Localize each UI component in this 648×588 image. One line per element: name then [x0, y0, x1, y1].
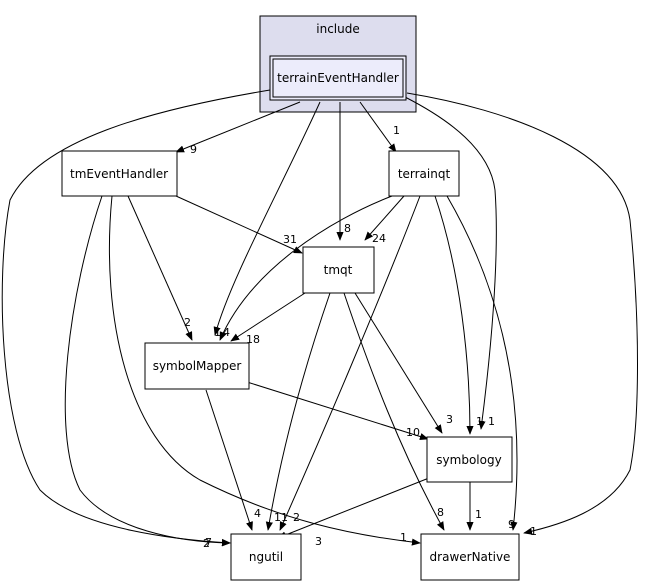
- edge-symbolMapper-symbology: [246, 381, 429, 441]
- node-symbology-label: symbology: [436, 453, 501, 467]
- node-tmqt-box: [302, 246, 375, 294]
- node-ngutil-label: ngutil: [249, 550, 283, 564]
- edge-terrainqt-ngutil: [279, 195, 421, 531]
- edge-tmEventHandler-ngutil: [64, 195, 231, 547]
- node-tmEventHandler-box: [61, 150, 178, 197]
- edge-symbology-ngutil: [277, 475, 435, 539]
- edge-terrainEventHandler-symbolMapper: [213, 101, 321, 336]
- edge-label-terrainqt-ngutil: 2: [293, 511, 300, 524]
- edge-label-symbology-ngutil: 3: [315, 535, 322, 548]
- edge-terrainEventHandler-tmEventHandler: [175, 101, 301, 153]
- edge-symbolMapper-ngutil: [205, 389, 253, 531]
- edge-tmqt-symbolMapper: [230, 292, 306, 342]
- node-symbolMapper-box: [144, 342, 250, 390]
- edge-label-terrainEventHandler-tmEventHandler: 9: [190, 143, 197, 156]
- edge-label-tmqt-symbology: 3: [446, 413, 453, 426]
- node-drawerNative-label: drawerNative: [430, 550, 511, 564]
- edge-label-symbology-drawerNative: 1: [475, 508, 482, 521]
- edges-layer: 9 1 8 1 1 2 1 31 2 7 1 24 4 1 2 9 1 8: [1, 89, 638, 550]
- edge-tmEventHandler-symbolMapper: [127, 195, 193, 341]
- node-terrainEventHandler-label: terrainEventHandler: [277, 71, 399, 85]
- edge-label-tmEventHandler-tmqt: 31: [283, 233, 297, 246]
- edge-label-symbolMapper-ngutil: 4: [254, 507, 261, 520]
- edge-label-terrainEventHandler-drawerNative: 1: [530, 525, 537, 538]
- edge-tmqt-symbology: [354, 292, 443, 434]
- edge-terrainqt-drawerNative: [446, 195, 518, 531]
- edge-terrainqt-symbolMapper: [219, 195, 393, 341]
- edge-tmEventHandler-drawerNative: [108, 195, 421, 546]
- node-tmqt-label: tmqt: [324, 263, 353, 277]
- edge-label-terrainEventHandler-ngutil: 2: [203, 537, 210, 550]
- node-terrainqt-label: terrainqt: [398, 167, 451, 181]
- node-terrainqt[interactable]: terrainqt: [388, 150, 460, 197]
- node-tmEventHandler-label: tmEventHandler: [70, 167, 168, 181]
- edge-terrainqt-symbology: [434, 195, 474, 435]
- edge-label-terrainEventHandler-terrainqt: 1: [393, 124, 400, 137]
- edge-tmEventHandler-tmqt: [175, 195, 303, 254]
- node-drawerNative[interactable]: drawerNative: [420, 533, 520, 581]
- edge-terrainEventHandler-symbology: [404, 96, 497, 430]
- edge-label-tmqt-ngutil: 11: [274, 511, 288, 524]
- node-terrainqt-box: [388, 150, 460, 197]
- node-symbology[interactable]: symbology: [426, 436, 513, 483]
- node-tmqt[interactable]: tmqt: [302, 246, 375, 294]
- edge-label-terrainqt-symbology: 1: [476, 415, 483, 428]
- node-terrainEventHandler[interactable]: terrainEventHandler: [269, 55, 407, 101]
- edge-label-terrainqt-drawerNative: 9: [508, 518, 515, 531]
- edge-label-tmEventHandler-symbolMapper: 2: [184, 316, 191, 329]
- node-symbology-box: [426, 436, 513, 483]
- node-tmEventHandler[interactable]: tmEventHandler: [61, 150, 178, 197]
- node-ngutil-box: [230, 533, 302, 581]
- edge-label-tmqt-drawerNative: 8: [437, 506, 444, 519]
- edge-terrainqt-tmqt: [364, 195, 405, 241]
- node-drawerNative-box: [420, 533, 520, 581]
- node-terrainEventHandler-inner-border: [272, 58, 404, 98]
- node-terrainEventHandler-box: [269, 55, 407, 101]
- edge-tmqt-ngutil: [265, 292, 331, 531]
- edge-label-symbolMapper-symbology: 10: [406, 426, 420, 439]
- node-ngutil[interactable]: ngutil: [230, 533, 302, 581]
- edge-tmqt-drawerNative: [343, 292, 445, 531]
- edge-label-terrainEventHandler-symbology: 1: [488, 415, 495, 428]
- edge-terrainEventHandler-ngutil: [1, 89, 271, 547]
- edge-terrainEventHandler-drawerNative: [406, 92, 638, 535]
- cluster-include-label: include: [316, 22, 359, 36]
- edge-terrainEventHandler-terrainqt: [359, 101, 397, 153]
- node-symbolMapper-label: symbolMapper: [153, 359, 242, 373]
- edge-label-terrainEventHandler-tmqt: 8: [344, 222, 351, 235]
- edge-label-tmEventHandler-drawerNative: 1: [400, 531, 407, 544]
- edge-label-terrainqt-tmqt: 24: [372, 232, 386, 245]
- edge-label-tmEventHandler-ngutil: 7: [205, 536, 212, 549]
- edge-label-terrainqt-symbolMapper: 4: [223, 326, 230, 339]
- node-symbolMapper[interactable]: symbolMapper: [144, 342, 250, 390]
- edge-label-terrainEventHandler-symbolMapper: 1: [214, 326, 221, 339]
